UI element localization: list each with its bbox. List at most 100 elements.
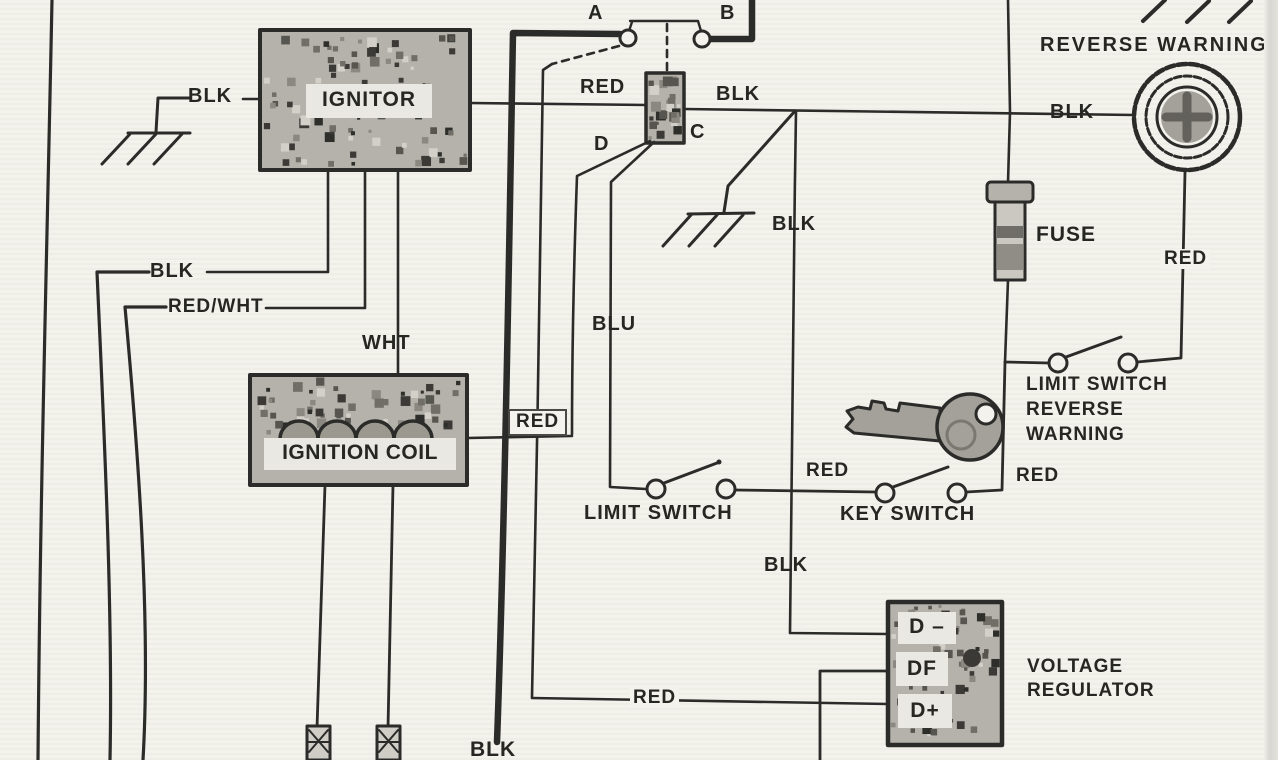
texture-speckle (275, 420, 283, 429)
texture-speckle (928, 605, 932, 610)
texture-speckle (425, 395, 435, 404)
texture-speckle (666, 103, 675, 112)
texture-speckle (296, 408, 305, 417)
texture-speckle (401, 142, 407, 148)
buzzer-inner-ring (1155, 85, 1219, 149)
texture-speckle (671, 114, 680, 123)
reg-terminal-label-df: DF (907, 657, 937, 680)
texture-speckle (348, 135, 354, 141)
texture-speckle (350, 131, 355, 136)
texture-speckle (337, 64, 345, 72)
texture-speckle (293, 134, 300, 142)
wire-fuse-bottom (1003, 278, 1010, 364)
texture-speckle (310, 399, 316, 406)
texture-speckle (932, 646, 941, 654)
texture-speckle (435, 390, 441, 395)
texture-speckle (350, 151, 357, 158)
buzzer-cross (1161, 91, 1213, 143)
texture-speckle (959, 609, 966, 616)
ground-symbol-top-right (1141, 0, 1253, 24)
wire-label-blk-center: BLK (764, 554, 809, 576)
wire-label-red-coil: RED (508, 409, 568, 436)
texture-speckle (333, 386, 339, 391)
texture-speckle (443, 420, 453, 430)
limitswitch-terminal (715, 478, 737, 500)
wire-df (818, 669, 890, 760)
ground-hatch (661, 213, 745, 248)
buzzer-mid-ring (1144, 74, 1230, 160)
wire-dashed-a-branch (550, 44, 621, 66)
wire-coil-red (465, 434, 574, 440)
texture-speckle (975, 647, 980, 652)
ground-symbol-left (100, 96, 192, 166)
wire-label-red-key-right: RED (1016, 465, 1060, 486)
texture-speckle (270, 102, 276, 109)
texture-speckle (914, 606, 918, 611)
texture-speckle (395, 51, 404, 59)
texture-speckle (414, 402, 423, 412)
reg-terminal-plate (898, 612, 956, 644)
spark-plugs (305, 724, 402, 760)
terminal-label-b: B (720, 2, 736, 24)
voltage-regulator-label-2: REGULATOR (1027, 680, 1155, 701)
texture-speckle (411, 55, 418, 62)
lsrw-terminal (1117, 352, 1139, 374)
texture-speckle (990, 619, 999, 627)
texture-speckle (648, 136, 652, 140)
texture-speckle (463, 153, 467, 157)
texture-speckle (430, 127, 438, 135)
texture-speckle (371, 390, 381, 400)
texture-speckle (648, 80, 654, 86)
texture-speckle (316, 418, 327, 429)
wire-fuse-to-keyswitch (964, 360, 1007, 494)
texture-speckle (307, 406, 313, 412)
texture-speckle (288, 143, 295, 151)
texture-speckle (361, 79, 368, 86)
wire-to-lsrw (1003, 360, 1051, 365)
texture-speckle (415, 414, 425, 425)
texture-speckle (316, 377, 325, 386)
texture-speckle (894, 621, 900, 627)
ground-bar (686, 211, 756, 216)
texture-speckle (367, 37, 377, 48)
lsrw-terminal (1047, 352, 1069, 374)
texture-speckle (922, 685, 928, 691)
wire-label-blk-buzzer: BLK (1050, 101, 1095, 123)
texture-speckle (268, 398, 272, 403)
texture-speckle (266, 429, 271, 435)
limitswitch-arm (662, 461, 719, 485)
spark-plug-detail (376, 729, 401, 753)
wire-a-b-link (627, 19, 703, 33)
keyswitch-terminal (874, 482, 896, 504)
texture-speckle (670, 77, 679, 87)
texture-speckle (909, 685, 913, 690)
texture-speckle (266, 387, 271, 392)
texture-speckle (300, 115, 311, 126)
wire-blk2-run (95, 270, 151, 760)
texture-speckle (329, 125, 337, 132)
texture-speckle (340, 61, 346, 67)
blk-main-run (682, 107, 1136, 636)
ground-hatch (100, 132, 184, 166)
ignition-coil-component (248, 373, 469, 730)
ignitor-box (258, 28, 472, 172)
texture-speckle (367, 48, 376, 57)
wire-limitswitch-to-keyswitch (733, 488, 878, 494)
texture-speckle (346, 413, 351, 418)
wire-ignitor-bottom-blk (205, 168, 330, 274)
wire-blk-vertical (788, 109, 890, 636)
texture-speckle (676, 104, 681, 108)
texture-speckle (428, 148, 438, 158)
wire-blu-run (608, 140, 656, 491)
wire-coil-plug1 (315, 483, 327, 730)
texture-speckle (260, 409, 268, 417)
ignition-coil-label: IGNITION COIL (282, 441, 438, 464)
key-hole (974, 402, 998, 426)
texture-speckle (374, 398, 384, 408)
texture-speckle (324, 132, 335, 143)
texture-speckle (448, 35, 455, 42)
texture-speckle (369, 57, 380, 67)
ignition-coil-texture (257, 377, 461, 435)
reg-terminal-plate (898, 694, 952, 728)
